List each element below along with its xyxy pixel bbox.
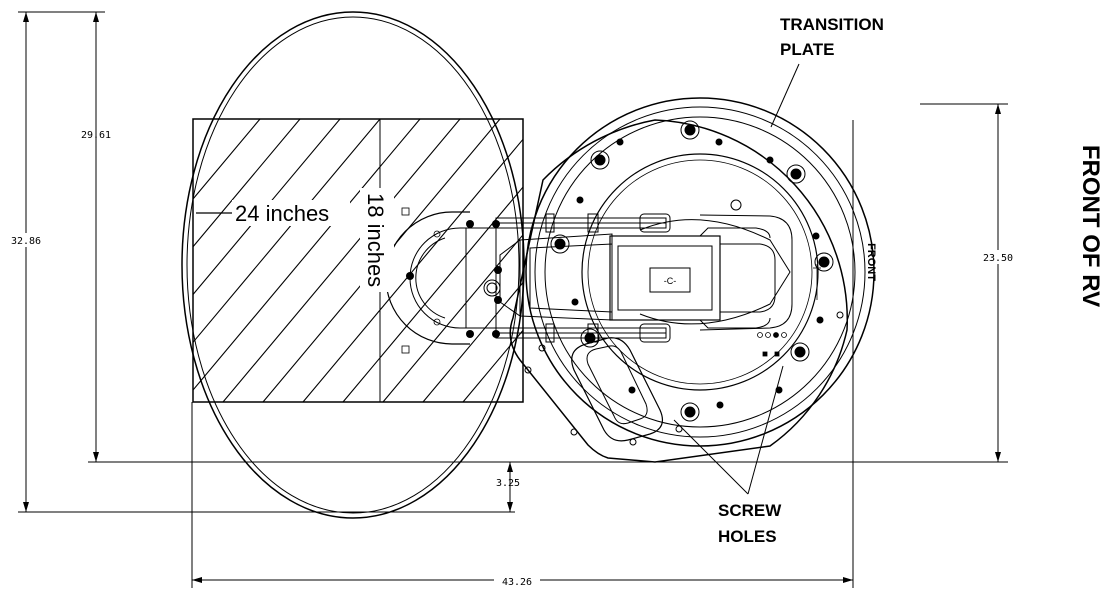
dim-width-top: 29.61: [81, 130, 111, 141]
dim-offset-bottom: 3.25: [496, 478, 520, 489]
dimension-lines: [18, 11, 1008, 588]
front-of-rv-label: FRONT OF RV: [1077, 145, 1104, 307]
transition-plate-label-line2: PLATE: [780, 40, 834, 59]
screw-holes-label-line1: SCREW: [718, 501, 782, 520]
swing-ellipse: [181, 11, 525, 519]
width-note-text: 24 inches: [235, 201, 329, 226]
screw-holes-label-line2: HOLES: [718, 527, 777, 546]
c-mark: -C-: [664, 276, 677, 286]
clearance-zone: [192, 118, 524, 403]
depth-note: 18 inches: [360, 188, 394, 292]
depth-note-text: 18 inches: [363, 193, 388, 287]
indicator-marks: [757, 264, 821, 357]
transition-plate-callout: TRANSITION PLATE: [770, 15, 884, 128]
width-note: 24 inches: [196, 200, 350, 226]
screw-holes-callout: SCREW HOLES: [673, 365, 784, 546]
transition-plate-label-line1: TRANSITION: [780, 15, 884, 34]
front-mark: FRONT: [865, 243, 877, 281]
arm-assembly: -C-: [385, 211, 776, 345]
hub-marks: [401, 207, 441, 354]
arm-pivots: [406, 220, 502, 338]
dim-width-bottom: 43.26: [502, 577, 532, 588]
dim-height-left: 32.86: [11, 236, 41, 247]
plate-screws: [524, 120, 844, 446]
dimension-arrows: [23, 12, 1001, 583]
dim-height-right: 23.50: [983, 253, 1013, 264]
